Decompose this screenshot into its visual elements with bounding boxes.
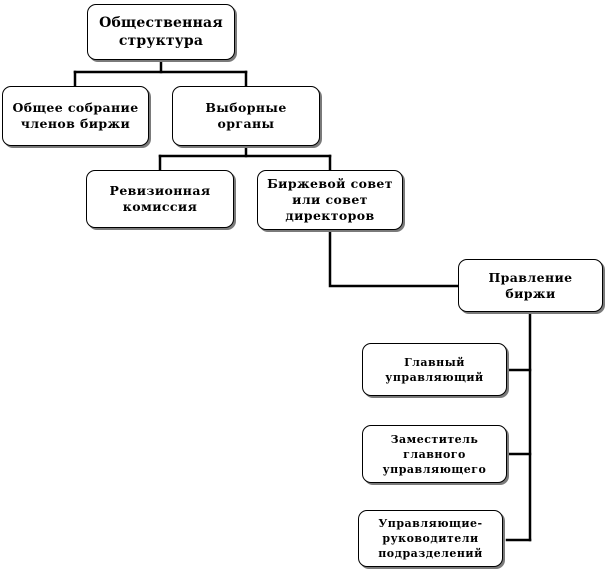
node-chief-manager-label: Главный управляющий [385,355,484,384]
node-chief-manager: Главный управляющий [362,343,507,396]
node-public-structure-label: Общественная структура [99,15,223,49]
node-general-assembly: Общее собрание членов биржи [2,86,149,146]
node-elected-bodies: Выборные органы [172,86,320,146]
node-elected-bodies-label: Выборные органы [205,100,287,131]
node-exchange-board: Правление биржи [458,259,603,312]
connector-council-to-board [328,228,460,288]
node-deputy-chief-manager-label: Заместитель главного управляющего [382,432,487,476]
node-general-assembly-label: Общее собрание членов биржи [12,100,139,131]
node-division-heads: Управляющие-руководители подразделений [358,510,503,567]
node-division-heads-label: Управляющие-руководители подразделений [378,517,483,560]
node-exchange-council: Биржевой совет или совет директоров [257,170,403,230]
node-public-structure: Общественная структура [87,4,235,60]
node-deputy-chief-manager: Заместитель главного управляющего [362,425,507,483]
node-exchange-council-label: Биржевой совет или совет директоров [267,176,393,223]
node-audit-commission: Ревизионная комиссия [86,170,234,228]
node-audit-commission-label: Ревизионная комиссия [109,183,211,214]
node-exchange-board-label: Правление биржи [488,269,573,301]
